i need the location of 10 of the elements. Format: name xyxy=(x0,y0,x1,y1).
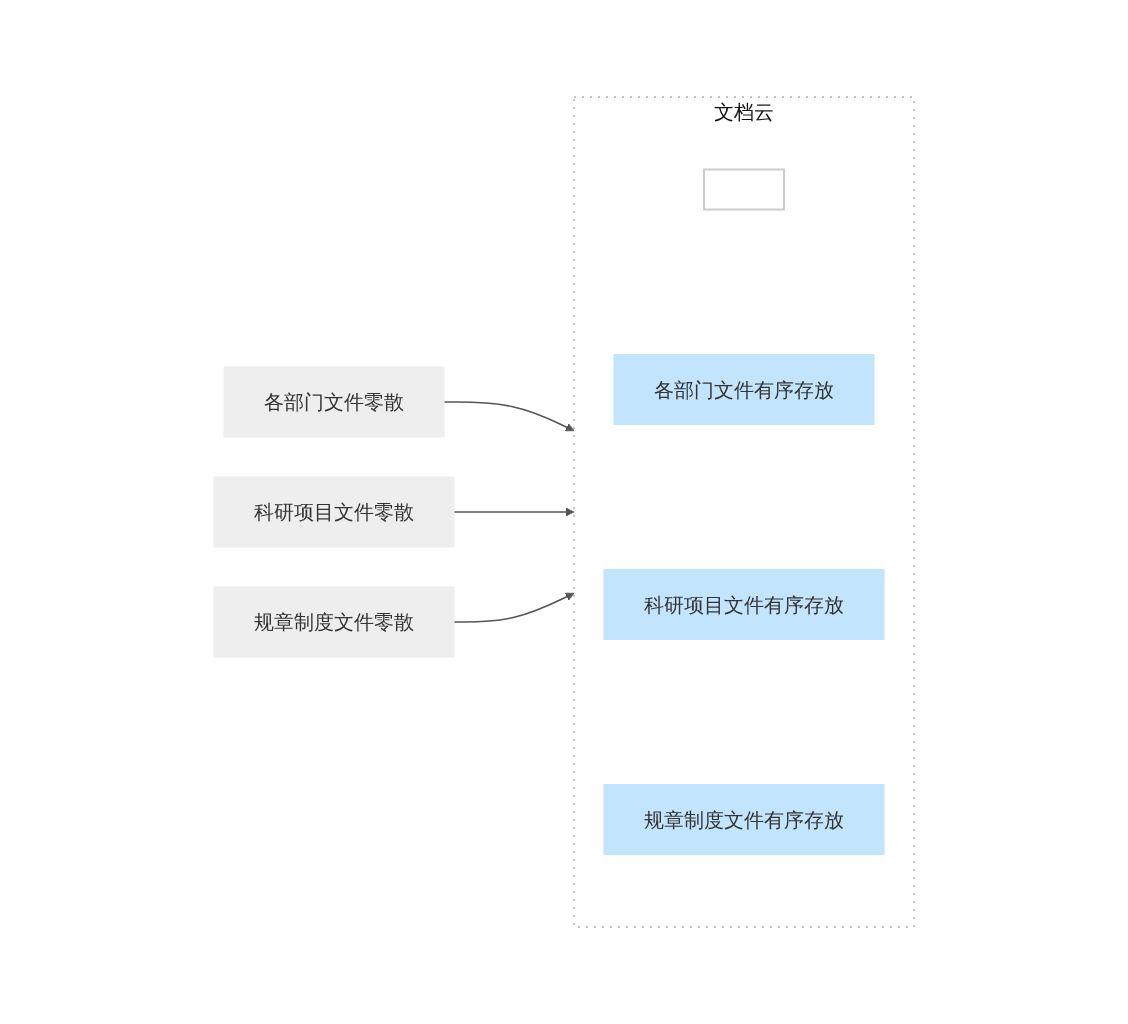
node-box: 各部门文件零散 xyxy=(223,366,445,438)
node-box: 科研项目文件有序存放 xyxy=(603,569,885,640)
node-box: 规章制度文件零散 xyxy=(213,586,455,658)
node-box: 科研项目文件零散 xyxy=(213,476,455,548)
node-box: 各部门文件有序存放 xyxy=(613,354,875,425)
arrow xyxy=(443,401,575,432)
arrow xyxy=(453,592,575,623)
node-box xyxy=(703,168,785,211)
arrow xyxy=(453,507,575,517)
node-box: 规章制度文件有序存放 xyxy=(603,784,885,855)
